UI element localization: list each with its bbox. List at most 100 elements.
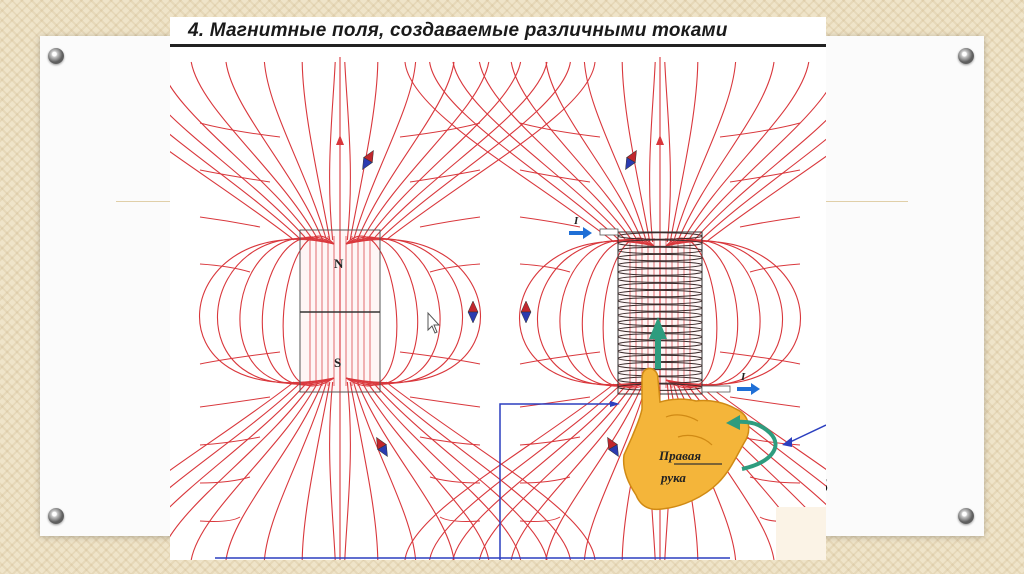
decorative-rule (826, 201, 908, 202)
magnet-field-lines (170, 57, 596, 560)
compass-needle-icon (376, 436, 388, 458)
field-line (519, 476, 571, 484)
field-line (510, 383, 639, 560)
field-line (225, 381, 324, 560)
compass-south-half (520, 311, 532, 324)
field-line (698, 138, 826, 243)
field-line (356, 61, 455, 241)
current-arrow-in-icon (569, 227, 592, 239)
title-underline (170, 44, 826, 47)
field-line (344, 61, 351, 241)
field-line (672, 61, 737, 243)
compass-south-half (467, 311, 479, 324)
field-line (419, 216, 481, 228)
decorative-rule (116, 201, 170, 202)
field-line (409, 169, 481, 183)
field-line (190, 61, 319, 241)
field-line (199, 169, 271, 183)
field-line (372, 61, 548, 241)
field-line (649, 61, 656, 243)
field-line (345, 238, 482, 384)
field-line (361, 61, 490, 241)
field-line (404, 383, 615, 560)
coil-turn (617, 246, 703, 255)
pushpin-icon (958, 48, 974, 64)
field-line (399, 351, 481, 365)
field-line (429, 61, 622, 243)
compass-needle-icon (625, 149, 637, 171)
field-line (409, 396, 481, 408)
pushpin-icon (48, 48, 64, 64)
field-line (729, 396, 801, 408)
hand-label-line1: Правая (658, 448, 701, 463)
coil-turn (617, 232, 703, 240)
field-line (361, 381, 490, 560)
coil-turn (617, 297, 703, 305)
field-line (199, 516, 241, 522)
field-arrow-icon (336, 135, 344, 145)
field-line (439, 516, 481, 522)
field-line (519, 122, 601, 138)
compass-south-half (608, 444, 619, 458)
field-line (452, 61, 628, 243)
field-line (519, 216, 581, 228)
field-line (225, 61, 324, 241)
compass-south-half (362, 157, 373, 171)
coil-turn (617, 268, 703, 276)
mouse-cursor-icon (427, 311, 441, 334)
field-line (519, 351, 601, 365)
coil-turn (617, 376, 703, 384)
compass-north-half (467, 300, 479, 313)
field-line (198, 238, 335, 384)
field-line (429, 263, 481, 273)
field-line (705, 155, 826, 243)
field-line (518, 240, 655, 386)
compass-needle-icon (362, 149, 374, 171)
wire-lead-bottom (701, 385, 731, 393)
field-line (170, 84, 314, 241)
field-arrow-icon (656, 135, 664, 145)
field-line (719, 122, 801, 138)
figure-slide: 4. Магнитные поля, создаваемые различным… (170, 17, 826, 560)
field-line (170, 114, 308, 241)
field-line (329, 381, 336, 560)
page-title: 4. Магнитные поля, создаваемые различным… (188, 20, 728, 41)
field-line (366, 61, 522, 241)
field-line (344, 381, 351, 560)
field-line (199, 476, 251, 484)
coil-turn (617, 239, 703, 247)
field-line (170, 381, 314, 538)
thumb-arrowhead-icon (649, 317, 667, 339)
field-line (372, 381, 548, 560)
compass-needles (362, 149, 637, 458)
pushpin-icon (958, 508, 974, 524)
field-line (404, 61, 615, 243)
compass-north-half (520, 300, 532, 313)
pushpin-icon (48, 508, 64, 524)
field-line (301, 61, 331, 241)
field-line (199, 436, 261, 446)
field-line (329, 61, 336, 241)
field-line (583, 383, 648, 560)
field-line (519, 396, 591, 408)
field-line (519, 516, 561, 522)
field-line (378, 381, 571, 560)
current-arrow-out-icon (737, 383, 760, 395)
wire-arrowhead-icon (782, 437, 792, 447)
field-line (478, 383, 634, 560)
field-line (692, 119, 826, 243)
field-line (170, 151, 295, 241)
field-line (749, 263, 801, 273)
compass-needle-icon (607, 436, 619, 458)
field-line (378, 61, 571, 241)
diagram-canvas: N S I I Правая рука (170, 57, 826, 560)
field-line (621, 61, 651, 243)
field-line (199, 216, 261, 228)
current-label-bottom: I (740, 371, 746, 383)
field-line (665, 240, 802, 386)
field-line (170, 133, 302, 241)
field-line (352, 61, 417, 241)
field-line (199, 351, 281, 365)
field-line (452, 383, 628, 560)
field-line (349, 61, 379, 241)
